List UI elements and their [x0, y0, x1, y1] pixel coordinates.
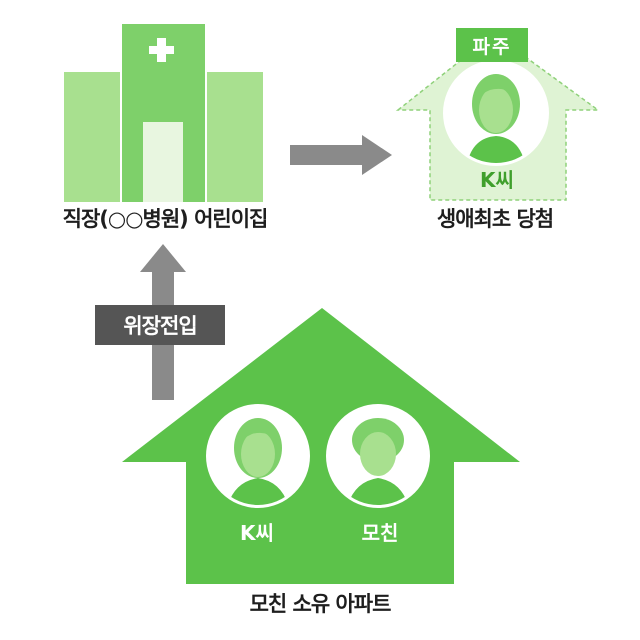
home-person-k-icon — [226, 418, 290, 505]
right-arrow-icon — [290, 135, 392, 175]
move-label: 위장전입 — [95, 305, 225, 345]
hospital-caption: 직장(○○병원) 어린이집 — [62, 207, 269, 231]
winner-person-icon — [466, 74, 526, 163]
region-tag: 파주 — [456, 28, 528, 62]
home-person1-label: K씨 — [240, 521, 274, 545]
hospital-icon — [64, 24, 263, 202]
winner-caption: 생애최초 당첨 — [436, 207, 554, 231]
home-caption: 모친 소유 아파트 — [249, 592, 392, 616]
winner-person-label: K씨 — [480, 168, 514, 192]
home-house-icon — [122, 308, 520, 584]
winner-house-icon — [395, 33, 601, 201]
home-person2-label: 모친 — [361, 521, 399, 545]
